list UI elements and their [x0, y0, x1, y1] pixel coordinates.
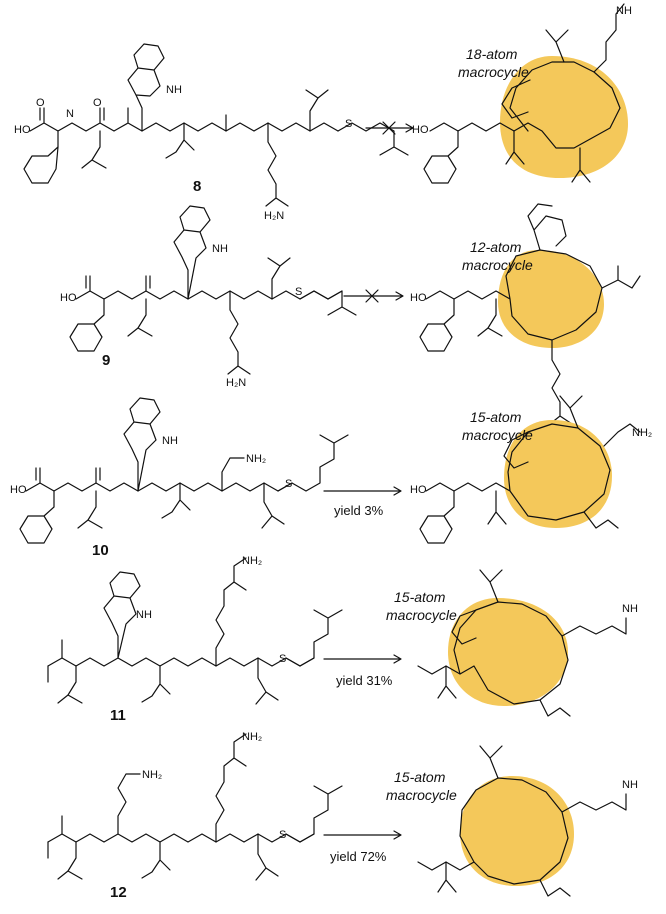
s-label: S [295, 286, 302, 298]
linear-peptide-11: NH NH₂ S 11 [47, 555, 343, 724]
reaction-arrow: yield 3% [323, 486, 402, 518]
reaction-arrow: yield 31% [323, 654, 402, 688]
nh-label: NH [162, 435, 178, 447]
o-label: O [93, 97, 102, 109]
ho-label: HO [14, 124, 31, 136]
compound-number: 11 [110, 707, 126, 724]
nh2-label: NH₂ [632, 427, 652, 439]
macrocycle-size-label: 15-atom [394, 589, 446, 605]
ho-label: HO [410, 292, 427, 304]
ho-label: HO [60, 292, 77, 304]
s-label: S [285, 478, 292, 490]
s-label: S [279, 653, 286, 665]
reaction-yield: yield 72% [330, 849, 387, 864]
nh-label: NH [616, 5, 632, 17]
linear-peptide-10: HO NH NH₂ S 10 [10, 397, 349, 559]
ho-label: HO [10, 484, 27, 496]
row-2: HO NH S H₂N 9 HO H₂N 12-atom macrocycle [60, 203, 641, 439]
s-label: S [345, 118, 352, 130]
nh-label: NH [166, 84, 182, 96]
o-label: O [36, 97, 45, 109]
nh-label: NH [622, 779, 638, 791]
reaction-yield: yield 31% [336, 673, 393, 688]
nh-label: NH [622, 603, 638, 615]
nh2-label: NH₂ [242, 731, 262, 743]
macrocycle-size-label: 15-atom [394, 769, 446, 785]
failed-reaction-cross-icon [365, 289, 379, 303]
nh2-label: NH₂ [242, 555, 262, 567]
s-label: S [279, 829, 286, 841]
macrocycle-label: macrocycle [386, 607, 457, 623]
macrocycle-product-10: HO NH₂ 15-atom macrocycle [410, 395, 652, 544]
reaction-arrow [365, 121, 414, 135]
macrocycle-size-label: 18-atom [466, 46, 518, 62]
compound-number: 9 [102, 352, 110, 369]
reaction-arrow [343, 289, 404, 303]
nh2-label: NH₂ [246, 453, 266, 465]
macrocycle-label: macrocycle [462, 257, 533, 273]
reaction-arrow: yield 72% [323, 830, 402, 864]
compound-number: 10 [92, 542, 109, 559]
ho-label: HO [410, 484, 427, 496]
row-3: HO NH NH₂ S 10 yield 3% HO NH₂ 15-atom m… [10, 395, 652, 559]
nh2-label: NH₂ [142, 769, 162, 781]
ho-label: HO [412, 124, 429, 136]
linear-peptide-9: HO NH S H₂N 9 [60, 205, 357, 389]
nh-label: NH [212, 243, 228, 255]
macrocycle-label: macrocycle [462, 427, 533, 443]
compound-number: 8 [193, 178, 201, 195]
row-1: HO O N O NH S H₂N 8 HO NH 18-atom macroc… [14, 3, 632, 222]
macrocycle-product-8: HO NH 18-atom macrocycle [412, 3, 632, 184]
macrocycle-label: macrocycle [386, 787, 457, 803]
compound-number: 12 [110, 884, 127, 901]
h2n-label: H₂N [264, 210, 284, 222]
macrocycle-label: macrocycle [458, 64, 529, 80]
n-label: N [66, 108, 74, 120]
macrocycle-product-9: HO H₂N 12-atom macrocycle [410, 203, 641, 439]
failed-reaction-cross-icon [382, 121, 396, 135]
macrocycle-product-11: NH 15-atom macrocycle [386, 569, 638, 717]
linear-peptide-8: HO O N O NH S H₂N 8 [14, 43, 409, 222]
macrocycle-size-label: 12-atom [470, 239, 522, 255]
macrocycle-size-label: 15-atom [470, 409, 522, 425]
macrocycle-product-12: NH 15-atom macrocycle [386, 745, 638, 897]
row-4: NH NH₂ S 11 yield 31% NH 15-atom macrocy… [47, 555, 638, 724]
linear-peptide-12: NH₂ NH₂ S 12 [47, 731, 343, 901]
reaction-yield: yield 3% [334, 503, 384, 518]
row-5: NH₂ NH₂ S 12 yield 72% NH 15-atom macroc… [47, 731, 638, 901]
h2n-label: H₂N [226, 377, 246, 389]
nh-label: NH [136, 609, 152, 621]
